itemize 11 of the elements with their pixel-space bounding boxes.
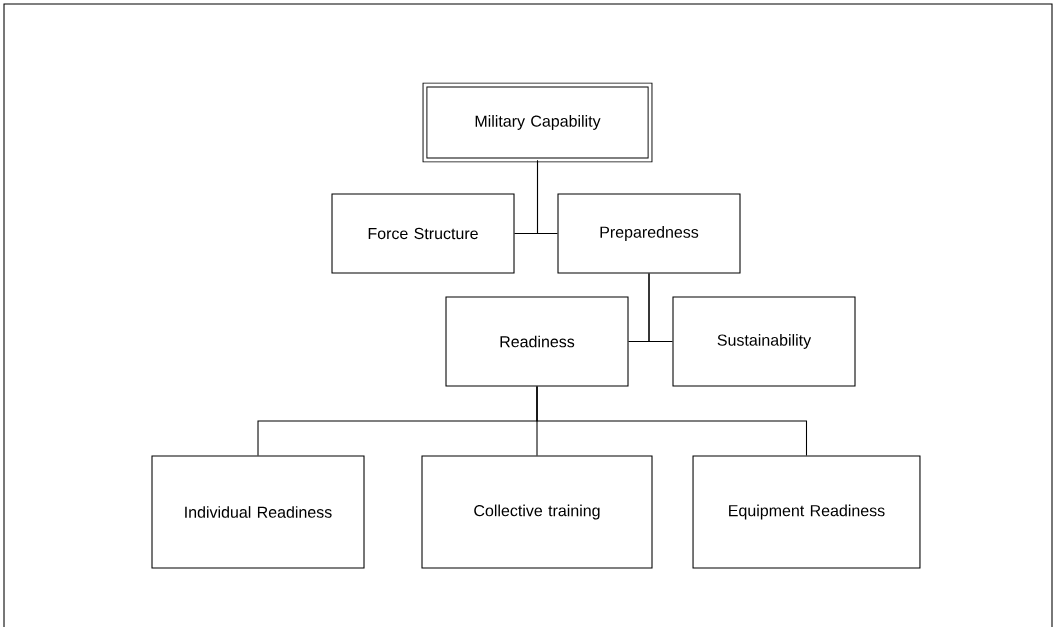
box: Force Structure [331,193,515,274]
box: Individual Readiness [151,455,365,569]
box: Equipment Readiness [692,455,921,569]
box: Collective training [421,455,653,569]
box: Military Capability [422,82,653,163]
box: Sustainability [672,296,856,387]
connector-line [648,272,673,343]
box: Readiness [445,296,629,387]
connector-line [536,159,558,235]
connector-line [536,386,808,456]
box: Preparedness [557,193,741,274]
